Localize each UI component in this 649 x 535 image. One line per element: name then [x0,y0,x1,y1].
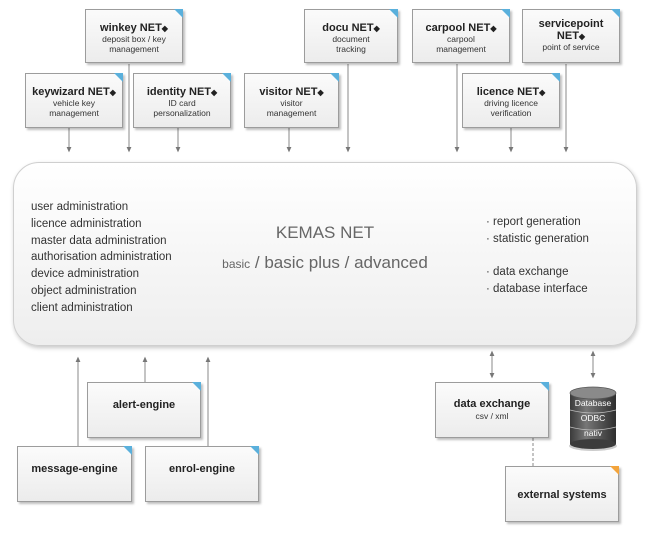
diamond-icon: ◆ [578,32,586,41]
edition-basic: basic [222,257,251,271]
admin-function-list: user administration licence administrati… [31,199,172,317]
db-label-nativ: nativ [584,428,602,438]
corner-tab [123,446,132,455]
corner-tab [540,382,549,391]
corner-tab [551,73,560,82]
module-title: docu NET [322,22,374,34]
corner-tab [114,73,123,82]
list-gap [486,248,589,264]
list-item: client administration [31,301,133,314]
module-title: keywizard NET [32,86,110,98]
core-title: KEMAS NET [275,223,375,242]
list-item: · statistic generation [486,233,589,245]
data-exchange-subtitle: csv / xml [475,411,509,421]
diamond-icon: ◆ [490,24,497,33]
engine-title: enrol-engine [168,463,235,475]
database-icon: Database ODBC nativ [567,386,619,452]
list-item: · database interface [486,283,588,295]
module-carpool[interactable]: carpool NET◆ carpool management [412,9,510,63]
data-exchange-title: data exchange [453,398,531,410]
diamond-icon: ◆ [373,24,380,33]
db-label-odbc: ODBC [580,413,606,423]
module-title: identity NET [146,86,211,98]
engine-title: alert-engine [112,399,176,411]
corner-tab [389,9,398,18]
alert-engine-box[interactable]: alert-engine [87,382,201,438]
diamond-icon: ◆ [539,88,546,97]
module-winkey[interactable]: winkey NET◆ deposit box / key management [85,9,183,63]
corner-tab [174,9,183,18]
corner-tab [610,466,619,475]
report-function-list: · report generation · statistic generati… [486,214,589,298]
module-subtitle: point of service [542,42,600,52]
message-engine-box[interactable]: message-engine [17,446,132,502]
module-title: servicepoint NET [538,18,604,42]
corner-tab [330,73,339,82]
external-systems-box[interactable]: external systems [505,466,619,522]
module-licence[interactable]: licence NET◆ driving licence verificatio… [462,73,560,128]
module-docu[interactable]: docu NET◆ document tracking [304,9,398,63]
module-subtitle: visitor management [266,98,317,118]
module-subtitle: deposit box / key management [102,34,166,54]
corner-tab [192,382,201,391]
module-keywizard[interactable]: keywizard NET◆ vehicle key management [25,73,123,128]
module-title: winkey NET [100,22,162,34]
module-subtitle: carpool management [436,34,486,54]
list-item: authorisation administration [31,251,172,264]
corner-tab [222,73,231,82]
list-item: licence administration [31,217,142,230]
module-subtitle: driving licence verification [484,98,538,118]
list-item: · report generation [486,216,581,228]
corner-tab [501,9,510,18]
diamond-icon: ◆ [211,88,218,97]
kemas-net-core: user administration licence administrati… [13,162,637,346]
module-title: carpool NET [425,22,491,34]
edition-rest: / basic plus / advanced [250,253,428,272]
engine-title: message-engine [31,463,118,475]
database-cylinder [569,386,617,451]
data-exchange-box[interactable]: data exchange csv / xml [435,382,549,438]
module-title: licence NET [476,86,540,98]
list-item: object administration [31,284,137,297]
diamond-icon: ◆ [317,88,324,97]
module-title: visitor NET [259,86,318,98]
module-identity[interactable]: identity NET◆ ID card personalization [133,73,231,128]
core-editions: basic / basic plus / advanced [14,253,636,273]
corner-tab [250,446,259,455]
enrol-engine-box[interactable]: enrol-engine [145,446,259,502]
module-subtitle: document tracking [332,34,370,54]
corner-tab [611,9,620,18]
db-label-database: Database [574,398,612,408]
list-item: user administration [31,201,129,213]
diamond-icon: ◆ [109,88,116,97]
list-item: · data exchange [486,266,569,278]
module-visitor[interactable]: visitor NET◆ visitor management [244,73,339,128]
list-item: device administration [31,268,140,281]
module-servicepoint[interactable]: servicepoint NET◆ point of service [522,9,620,63]
external-systems-title: external systems [517,489,607,501]
module-subtitle: ID card personalization [153,98,211,118]
list-item: master data administration [31,234,167,247]
diamond-icon: ◆ [161,24,168,33]
module-subtitle: vehicle key management [49,98,99,118]
